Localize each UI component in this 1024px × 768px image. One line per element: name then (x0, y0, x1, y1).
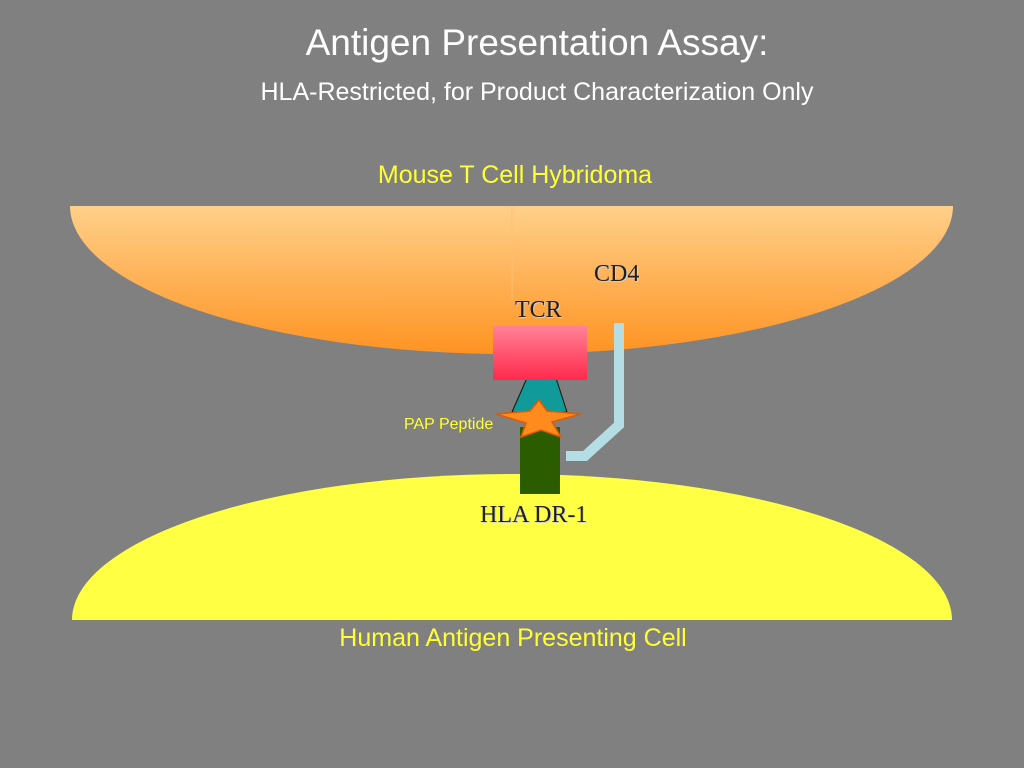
hla-dr1-label: HLA DR-1 (480, 502, 588, 528)
tcr-molecule (493, 326, 587, 380)
slide-title: Antigen Presentation Assay: (305, 22, 769, 63)
apc-label: Human Antigen Presenting Cell (339, 624, 687, 652)
slide-subtitle: HLA-Restricted, for Product Characteriza… (260, 78, 814, 106)
hla-dr1-molecule (520, 427, 560, 494)
pap-peptide-label: PAP Peptide (404, 416, 494, 433)
tcr-label: TCR (515, 297, 562, 323)
cd4-molecule (566, 323, 624, 461)
apc-membrane (72, 474, 952, 620)
pap-peptide-star (495, 398, 582, 439)
cd4-label: CD4 (594, 261, 640, 287)
t-cell-label: Mouse T Cell Hybridoma (377, 161, 653, 189)
